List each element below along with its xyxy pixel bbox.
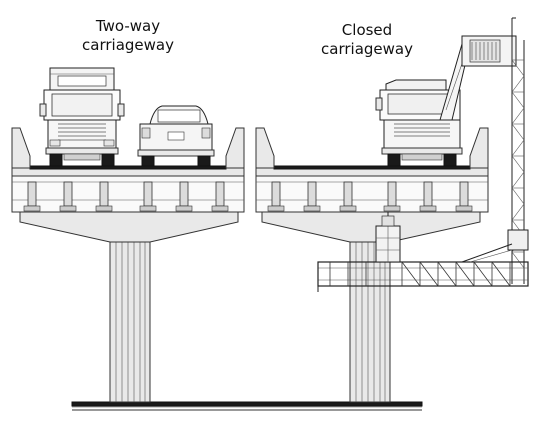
left-pier-cap xyxy=(19,211,239,243)
vertical-truss-mast xyxy=(507,17,529,284)
left-barrier-left xyxy=(11,127,31,169)
left-label-line1: Two-way xyxy=(95,17,160,35)
pickup-rear-view xyxy=(137,105,215,167)
right-bridge xyxy=(255,17,529,403)
left-girders xyxy=(11,175,245,213)
left-barrier-right xyxy=(225,127,245,169)
left-ground xyxy=(71,401,423,411)
right-label-line1: Closed xyxy=(342,21,392,39)
left-pier xyxy=(109,241,151,403)
right-label-line2: carriageway xyxy=(321,40,413,58)
crane-arm xyxy=(439,35,517,121)
truck-front-view xyxy=(39,67,125,167)
right-pier xyxy=(349,241,391,403)
right-barrier-right xyxy=(469,127,489,169)
inspection-platform xyxy=(317,243,529,292)
right-barrier-left xyxy=(255,127,275,169)
inspection-vehicle xyxy=(375,79,463,167)
left-label-line2: carriageway xyxy=(82,36,174,54)
left-bridge xyxy=(11,67,423,411)
right-pier-cap xyxy=(261,211,481,243)
lift-basket xyxy=(375,212,401,263)
right-girders xyxy=(255,175,489,213)
